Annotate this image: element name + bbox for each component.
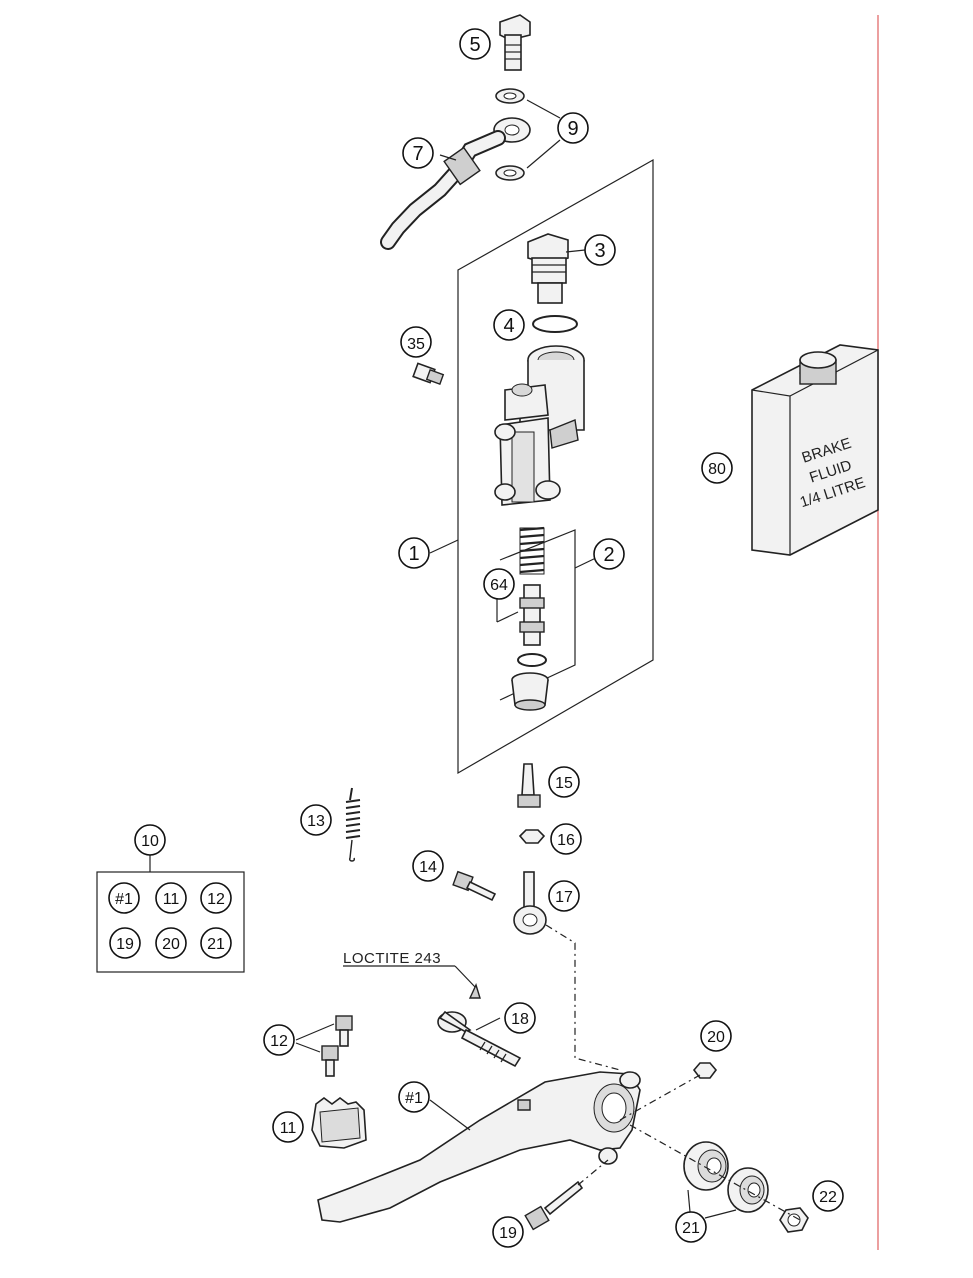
callout-22: 22 (812, 1180, 844, 1212)
svg-text:16: 16 (557, 832, 575, 849)
svg-text:1: 1 (408, 543, 419, 565)
svg-text:35: 35 (407, 336, 425, 353)
adjusting-screw (452, 870, 497, 902)
footpeg-screws (321, 1015, 353, 1077)
assembly-axis-bolt (577, 1159, 609, 1186)
svg-text:20: 20 (162, 936, 180, 953)
callout-9: 9 (557, 112, 589, 144)
kit-item-pedal: #1 (108, 882, 140, 914)
callout-15: 15 (548, 766, 580, 798)
svg-text:22: 22 (819, 1189, 837, 1206)
assembly-axis-clevis (545, 924, 621, 1071)
svg-text:15: 15 (555, 775, 573, 792)
svg-text:11: 11 (280, 1120, 297, 1137)
clevis (513, 871, 547, 935)
dust-boot (511, 672, 549, 711)
svg-text:#1: #1 (405, 1090, 423, 1107)
return-spring (345, 787, 361, 862)
callout-18: 18 (504, 1002, 536, 1034)
kit-item-11: 11 (155, 882, 187, 914)
pivot-bearings (683, 1141, 769, 1213)
svg-text:80: 80 (708, 461, 726, 478)
kit-item-19: 19 (109, 927, 141, 959)
svg-text:18: 18 (511, 1011, 529, 1028)
svg-text:9: 9 (567, 118, 578, 140)
piston (519, 584, 545, 646)
pedal-bolt (524, 1180, 584, 1231)
svg-text:3: 3 (594, 240, 605, 262)
master-cylinder-body (494, 345, 585, 506)
callout-5: 5 (459, 28, 491, 60)
callout-13: 13 (300, 804, 332, 836)
loctite-note: LOCTITE 243 (343, 950, 441, 967)
svg-text:64: 64 (490, 577, 508, 594)
lock-nut (518, 829, 546, 844)
callout-2: 2 (593, 538, 625, 570)
callout-pedal: #1 (398, 1081, 430, 1113)
svg-text:10: 10 (141, 833, 159, 850)
callout-80: 80 (701, 452, 733, 484)
svg-text:7: 7 (412, 143, 423, 165)
svg-text:20: 20 (707, 1029, 725, 1046)
circlip (517, 653, 547, 667)
callout-7: 7 (402, 137, 434, 169)
assembly-axis-nut (619, 1074, 701, 1121)
svg-text:21: 21 (207, 936, 225, 953)
brake-hose (380, 117, 531, 250)
callout-14: 14 (412, 850, 444, 882)
svg-text:5: 5 (469, 34, 480, 56)
callout-19: 19 (492, 1216, 524, 1248)
brake-pedal (317, 1071, 641, 1223)
callout-1: 1 (398, 537, 430, 569)
cylinder-group-outline (457, 158, 654, 775)
push-rod-tip (517, 763, 541, 808)
banjo-bolt (499, 14, 531, 71)
leader-1 (429, 539, 459, 554)
callout-12: 12 (263, 1024, 295, 1056)
callout-17: 17 (548, 880, 580, 912)
svg-text:#1: #1 (115, 891, 133, 908)
svg-text:2: 2 (603, 544, 614, 566)
callout-3: 3 (584, 234, 616, 266)
callout-16: 16 (550, 823, 582, 855)
svg-text:13: 13 (307, 813, 325, 830)
svg-text:14: 14 (419, 859, 437, 876)
kit-item-21: 21 (200, 927, 232, 959)
kit-item-12: 12 (200, 882, 232, 914)
loctite-drop (468, 983, 481, 999)
callout-4: 4 (493, 309, 525, 341)
pivot-nut (692, 1062, 718, 1079)
callout-10: 10 (134, 824, 166, 856)
callout-21: 21 (675, 1211, 707, 1243)
o-ring (532, 315, 578, 333)
svg-text:21: 21 (682, 1220, 700, 1237)
bearing-nut (779, 1207, 809, 1233)
callout-20: 20 (700, 1020, 732, 1052)
brake-fluid-can: BRAKE FLUID 1/4 LITRE (751, 344, 879, 556)
svg-text:17: 17 (555, 889, 573, 906)
svg-text:11: 11 (163, 891, 180, 908)
kit-item-20: 20 (155, 927, 187, 959)
svg-text:12: 12 (270, 1033, 288, 1050)
pivot-bolt (437, 1010, 522, 1068)
piston-spring (519, 526, 545, 575)
callout-11: 11 (272, 1111, 304, 1143)
svg-text:19: 19 (116, 936, 134, 953)
bleed-screw (412, 362, 445, 385)
svg-text:19: 19 (499, 1225, 517, 1242)
svg-text:12: 12 (207, 891, 225, 908)
callout-35: 35 (400, 326, 432, 358)
assembly-axis-bearings (629, 1124, 801, 1221)
reservoir-plug (527, 233, 569, 304)
callout-64: 64 (483, 568, 515, 600)
pedal-tip (311, 1097, 367, 1149)
svg-text:4: 4 (503, 315, 514, 337)
